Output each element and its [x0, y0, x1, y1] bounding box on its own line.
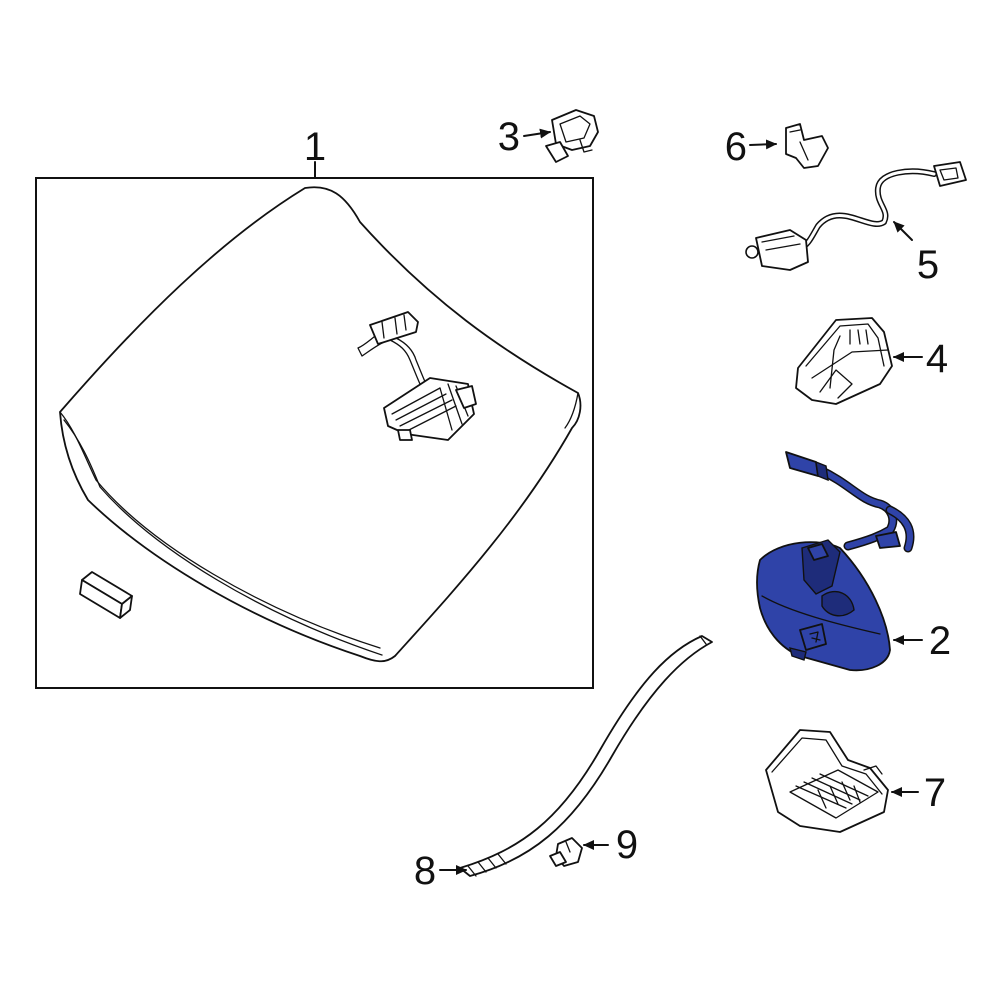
windshield-group[interactable]: 1	[35, 125, 594, 689]
callout-9: 9	[616, 823, 638, 867]
windshield-frame	[35, 177, 594, 689]
callout-2: 2	[929, 619, 951, 663]
callout-3: 3	[498, 115, 520, 159]
callout-1: 1	[304, 125, 326, 169]
part-4-sensor-cover[interactable]: 4	[795, 317, 948, 405]
callout-8: 8	[414, 849, 436, 893]
windshield-mirror-bracket	[357, 311, 477, 441]
callout-6: 6	[725, 125, 747, 169]
part-6-bracket[interactable]: 6	[725, 123, 829, 169]
callout-7: 7	[924, 771, 946, 815]
callout-4: 4	[926, 337, 948, 381]
callout-5: 5	[917, 243, 939, 287]
part-2-sensor-housing[interactable]: 2	[756, 451, 951, 672]
windshield-glass[interactable]	[59, 186, 582, 663]
part-9-clip[interactable]: 9	[549, 823, 638, 867]
part-3-sensor-clip[interactable]: 3	[498, 109, 599, 163]
part-8-molding-strip[interactable]: 8	[414, 635, 713, 893]
part-5-wire-harness[interactable]: 5	[745, 161, 967, 287]
windshield-spacer-block	[79, 571, 133, 619]
part-7-camera-bracket[interactable]: 7	[765, 729, 946, 833]
